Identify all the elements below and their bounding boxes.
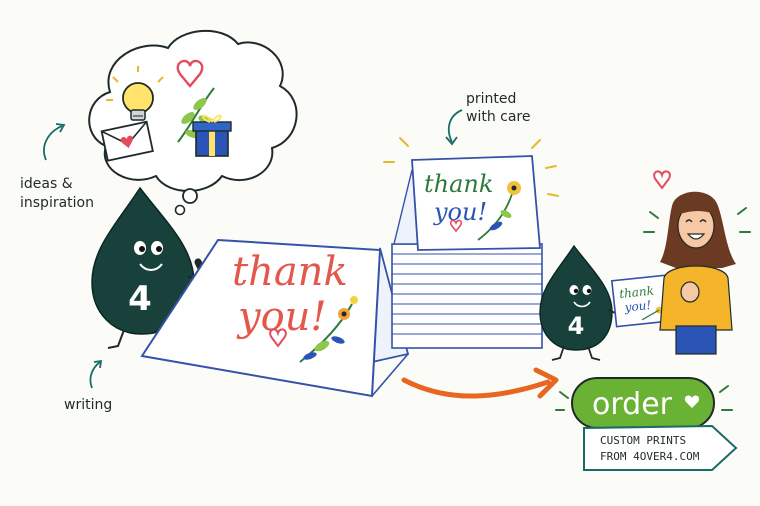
joy-sparkle-icon <box>643 207 751 233</box>
envelope-icon <box>100 120 154 162</box>
writing-pointer-arrow <box>89 361 101 389</box>
printed-label-line1: printed <box>466 91 516 107</box>
small-card-you: you! <box>623 298 652 315</box>
main-card-heart <box>269 328 287 348</box>
card-stack: thank you! <box>391 155 543 349</box>
ideas-pointer-arrow <box>43 125 63 161</box>
sign-line2: FROM 4OVER4.COM <box>600 450 700 463</box>
mascot-small-number: 4 <box>568 312 585 340</box>
sparkle-icon <box>383 137 559 197</box>
flower-icon <box>477 181 521 241</box>
lightbulb-icon <box>106 66 164 121</box>
recipient-person <box>659 191 736 355</box>
stack-card-you: you! <box>433 198 487 226</box>
custom-prints-sign: CUSTOM PRINTS FROM 4OVER4.COM <box>583 424 738 471</box>
writing-label: writing <box>64 397 112 413</box>
printed-pointer-arrow <box>447 109 463 143</box>
printed-label-line2: with care <box>466 109 531 125</box>
cta-sparkle-icon <box>555 385 733 411</box>
mascot-small: 4 <box>539 244 619 361</box>
stack-card-thank: thank <box>424 170 493 198</box>
mascot-number: 4 <box>128 279 152 319</box>
small-card: thank you! <box>610 274 674 328</box>
main-tent-card: thank you! <box>140 238 410 398</box>
order-label: order <box>592 387 673 422</box>
flow-arrow <box>401 377 551 399</box>
ideas-label-line1: ideas & <box>20 176 73 192</box>
main-card-flower <box>299 296 358 363</box>
main-card-thank: thank <box>232 249 348 295</box>
sign-line1: CUSTOM PRINTS <box>600 434 686 447</box>
heart-icon <box>176 59 204 88</box>
order-badge: order <box>571 377 715 429</box>
ideas-label-line2: inspiration <box>20 195 94 211</box>
gift-icon <box>192 114 232 157</box>
main-card-you: you! <box>236 294 327 340</box>
small-card-thank: thank <box>619 284 655 302</box>
recipient-heart-icon <box>653 170 671 190</box>
